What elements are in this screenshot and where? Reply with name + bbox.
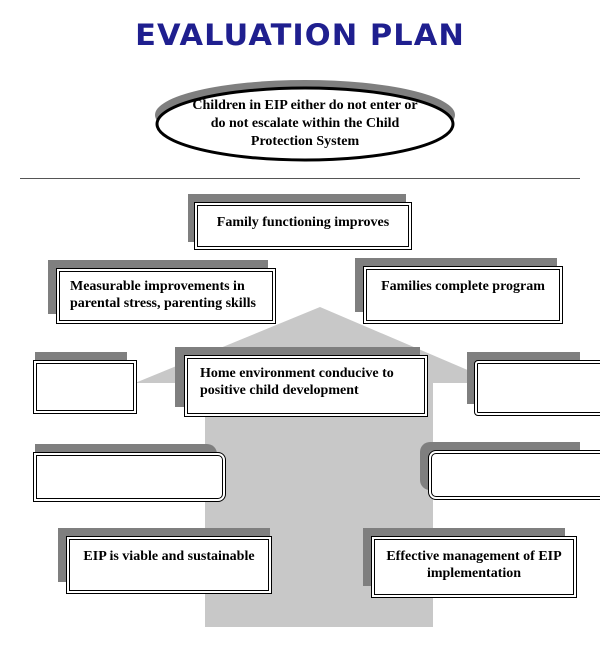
home-environment-box: Home environment conducive to positive c… xyxy=(184,355,428,417)
divider-line xyxy=(20,178,580,179)
families-complete-box: Families complete program xyxy=(363,266,563,324)
families-complete-label: Families complete program xyxy=(381,279,545,294)
home-environment-label: Home environment conducive to positive c… xyxy=(200,366,394,398)
page-title: EVALUATION PLAN xyxy=(135,18,465,52)
measurable-improvements-box: Measurable improvements in parental stre… xyxy=(56,268,276,324)
effective-management-label: Effective management of EIP implementati… xyxy=(386,549,562,581)
family-functioning-box: Family functioning improves xyxy=(194,202,412,250)
empty-box-left-1 xyxy=(33,360,137,414)
measurable-improvements-label: Measurable improvements in parental stre… xyxy=(70,279,256,311)
effective-management-box: Effective management of EIP implementati… xyxy=(371,536,577,598)
family-functioning-label: Family functioning improves xyxy=(216,215,390,230)
eip-viable-label: EIP is viable and sustainable xyxy=(83,549,255,564)
empty-box-left-2 xyxy=(33,452,226,502)
eip-viable-box: EIP is viable and sustainable xyxy=(66,536,272,594)
empty-box-right-1 xyxy=(474,360,600,416)
empty-box-right-2 xyxy=(428,450,600,500)
goal-oval xyxy=(155,86,455,162)
goal-text: Children in EIP either do not enter or d… xyxy=(192,98,418,149)
